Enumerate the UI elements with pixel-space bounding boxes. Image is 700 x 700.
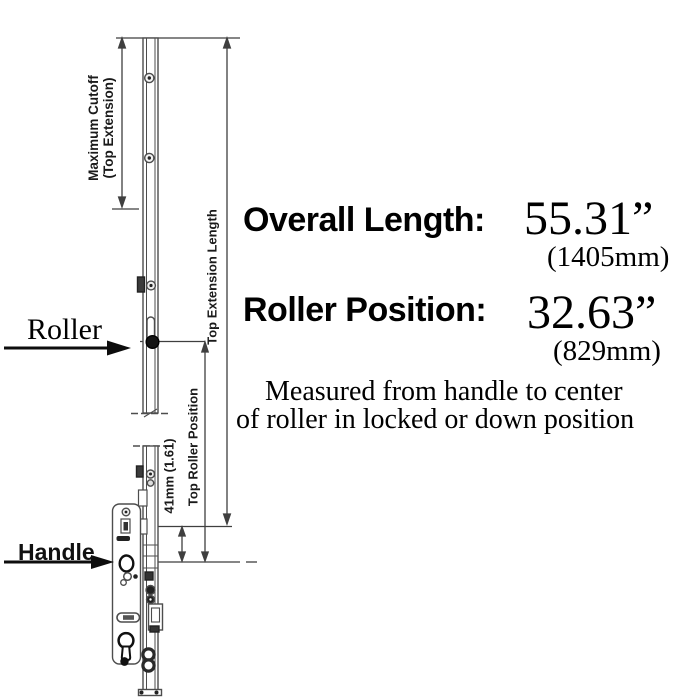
keyhole-icon <box>117 631 135 666</box>
roller-offset-41mm-label: 41mm (1.61) <box>161 438 177 514</box>
overall-length-label: Overall Length: <box>243 201 485 239</box>
maximum-cutoff-line1: Maximum Cutoff <box>86 75 101 181</box>
roller-position-inches: 32.63” <box>527 286 657 339</box>
arrowhead-icon <box>222 35 232 49</box>
dimension-lines <box>112 35 257 563</box>
handle-callout-label: Handle <box>18 539 95 565</box>
roller-cam <box>141 658 156 673</box>
screw-icon <box>145 584 156 596</box>
lock-backplate <box>111 503 142 666</box>
measurement-note-line2: of roller in locked or down position <box>236 404 635 435</box>
measurement-note-line1: Measured from handle to center <box>265 376 623 407</box>
track-bar-lower <box>133 445 166 697</box>
deadbolt-slot <box>116 536 130 541</box>
top-extension-length-label: Top Extension Length <box>204 209 220 345</box>
callout-arrows <box>4 340 131 569</box>
roller-position-mm: (829mm) <box>553 335 661 367</box>
arrowhead-icon <box>177 551 187 563</box>
screw-icon <box>143 72 155 84</box>
roller-position-label: Roller Position: <box>243 291 487 329</box>
screw-icon <box>146 479 155 487</box>
screw-icon <box>121 507 131 517</box>
screw-icon <box>143 152 155 164</box>
maximum-cutoff-label: Maximum Cutoff (Top Extension) <box>86 75 116 181</box>
cam-block <box>136 276 146 293</box>
roller-arrowhead-icon <box>107 340 131 356</box>
roller-pin <box>145 335 160 350</box>
handle-arrowhead-icon <box>91 555 114 569</box>
arrowhead-icon <box>200 339 210 353</box>
fixing-hole <box>120 579 127 586</box>
screw-icon <box>145 469 156 479</box>
arrowhead-icon <box>117 196 127 210</box>
overall-length-mm: (1405mm) <box>547 241 670 273</box>
roller-callout-label: Roller <box>27 313 102 346</box>
handle-slot <box>116 612 141 623</box>
screw-icon <box>145 594 156 605</box>
arrowhead-icon <box>222 513 232 527</box>
cam-block <box>135 465 144 478</box>
top-roller-position-label: Top Roller Position <box>185 387 201 507</box>
gear-block <box>144 571 154 581</box>
latch-block <box>147 603 164 633</box>
arrowhead-icon <box>200 551 210 563</box>
overall-length-inches: 55.31” <box>524 192 654 245</box>
spindle-hole <box>118 554 135 573</box>
arrowhead-icon <box>117 35 127 49</box>
arrowhead-icon <box>177 525 187 537</box>
screw-icon <box>145 280 157 291</box>
track-bar-upper <box>131 37 168 418</box>
bar-end-cap <box>137 688 163 697</box>
maximum-cutoff-line2: (Top Extension) <box>101 77 116 179</box>
fixing-hole <box>122 571 133 582</box>
